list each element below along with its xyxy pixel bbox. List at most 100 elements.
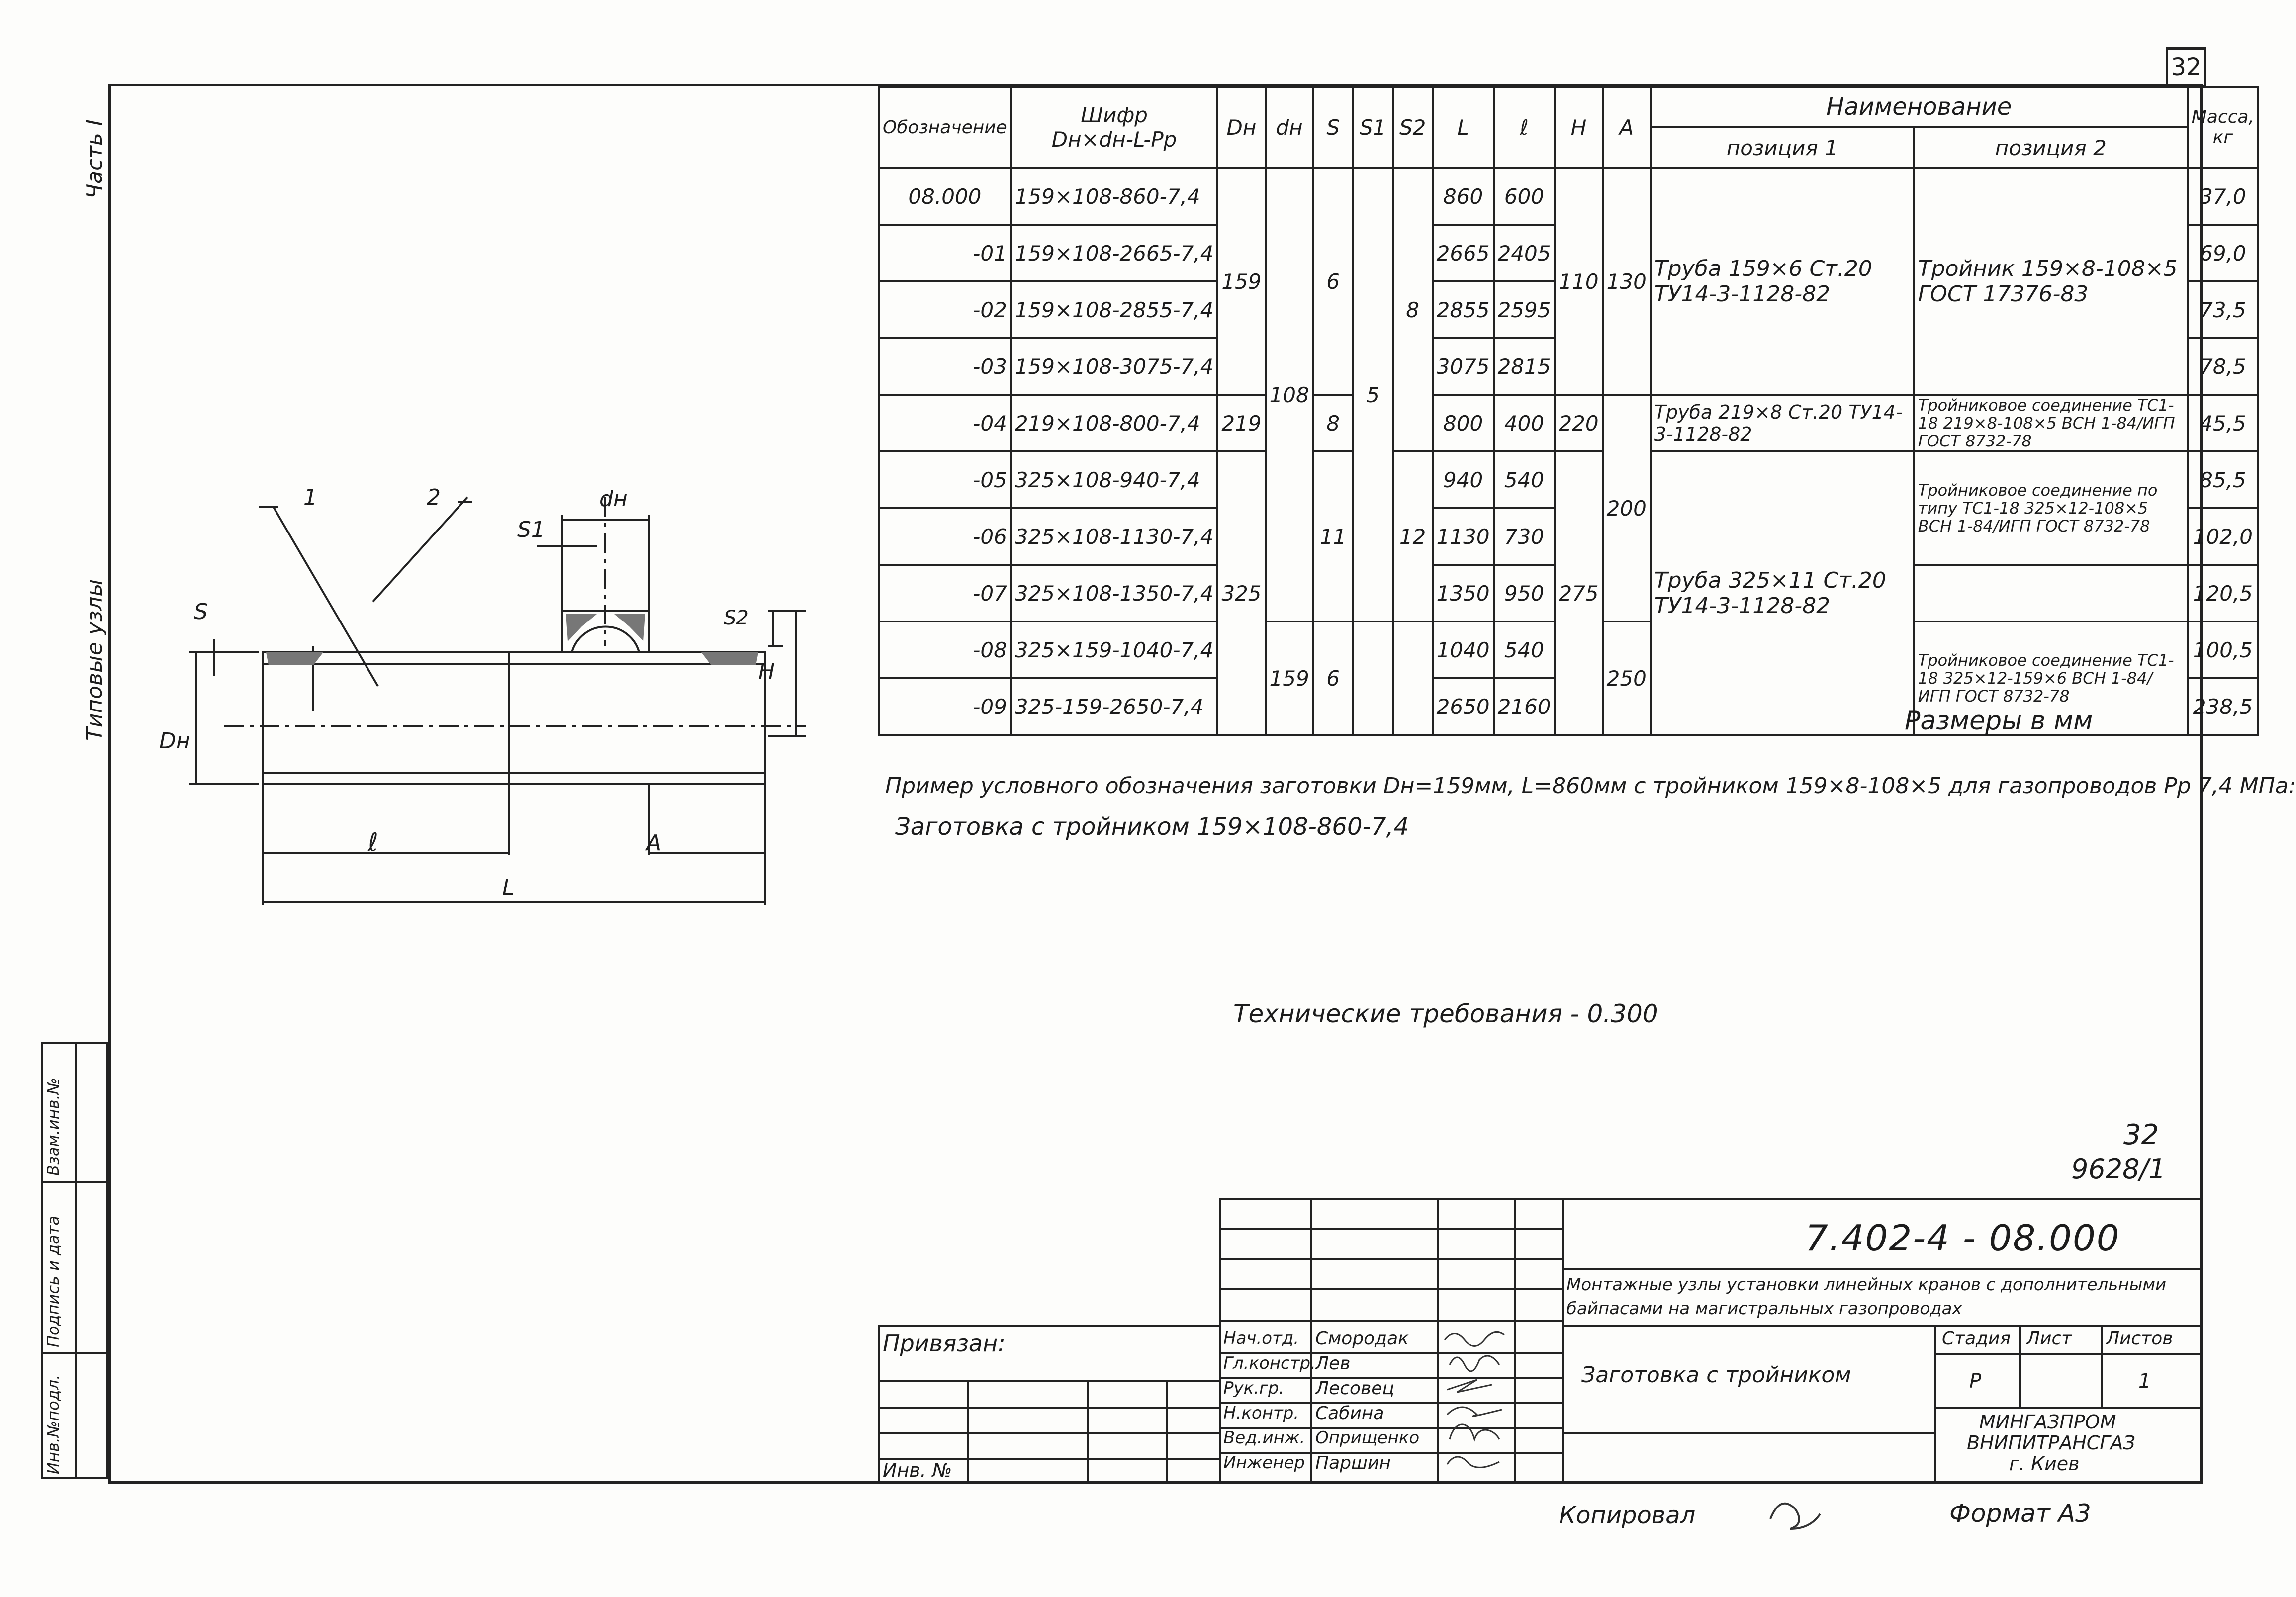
row-code: -06 bbox=[878, 507, 1012, 566]
role-5: Инженер bbox=[1223, 1453, 1305, 1473]
label-l: L bbox=[502, 875, 515, 900]
row-code: -04 bbox=[878, 394, 1012, 452]
pos2-b: Тройниковое соединение ТС1-18 219×8-108×… bbox=[1913, 394, 2189, 452]
hdr-shifr-title: Шифр bbox=[1081, 103, 1148, 127]
row-mass: 69,0 bbox=[2186, 224, 2260, 282]
a-200: 200 bbox=[1601, 394, 1652, 622]
label-pos-1: 1 bbox=[303, 485, 317, 510]
row-shifr: 159×108-2855-7,4 bbox=[1010, 280, 1219, 339]
hdr-s1: S1 bbox=[1352, 86, 1394, 169]
hdr-oboznachenie: Обозначение bbox=[878, 86, 1012, 169]
hdr-s: S bbox=[1312, 86, 1354, 169]
side-section-label: Типовые узлы bbox=[82, 579, 107, 741]
row-mass: 37,0 bbox=[2186, 167, 2260, 226]
inv-no-label: Инв. № bbox=[883, 1459, 952, 1481]
dh-108: 108 bbox=[1264, 167, 1314, 622]
listov-value: 1 bbox=[2138, 1370, 2151, 1393]
row-l: 730 bbox=[1492, 507, 1556, 566]
row-l: 400 bbox=[1492, 394, 1556, 452]
pos1-a: Труба 159×6 Ст.20 ТУ14-3-1128-82 bbox=[1649, 167, 1915, 396]
s-6: 6 bbox=[1312, 167, 1354, 396]
dn-325: 325 bbox=[1216, 450, 1267, 736]
hdr-a: A bbox=[1601, 86, 1652, 169]
role-3: Н.контр. bbox=[1223, 1403, 1299, 1423]
row-L: 1350 bbox=[1431, 564, 1495, 622]
name-4: Оприщенко bbox=[1315, 1428, 1420, 1448]
row-l: 950 bbox=[1492, 564, 1556, 622]
hdr-massa-unit: кг bbox=[2212, 127, 2233, 148]
privyazan-label: Привязан: bbox=[883, 1330, 1006, 1357]
org-line-2: ВНИПИТРАНСГАЗ bbox=[1967, 1432, 2135, 1454]
stadiya-value: Р bbox=[1969, 1370, 1982, 1393]
s1-5: 5 bbox=[1352, 167, 1394, 622]
name-3: Сабина bbox=[1315, 1403, 1384, 1423]
row-L: 860 bbox=[1431, 167, 1495, 226]
page-number: 32 bbox=[2166, 47, 2206, 87]
row-l: 2160 bbox=[1492, 677, 1556, 736]
document-code: 7.402-4 - 08.000 bbox=[1805, 1217, 2120, 1259]
example-line-2: Заготовка с тройником 159×108-860-7,4 bbox=[895, 813, 1409, 841]
dn-159: 159 bbox=[1216, 167, 1267, 396]
project-title: Монтажные узлы установки линейных кранов… bbox=[1566, 1275, 2167, 1319]
example-line-1: Пример условного обозначения заготовки D… bbox=[885, 773, 2296, 798]
row-mass: 120,5 bbox=[2186, 564, 2260, 622]
row-code: -01 bbox=[878, 224, 1012, 282]
hdr-dh: dн bbox=[1264, 86, 1314, 169]
pos2-c: Тройниковое соединение по типу ТС1-18 32… bbox=[1913, 450, 2189, 566]
label-s2: S2 bbox=[724, 607, 749, 629]
dh-159: 159 bbox=[1264, 621, 1314, 736]
row-shifr: 325-159-2650-7,4 bbox=[1010, 677, 1219, 736]
row-l: 2815 bbox=[1492, 337, 1556, 396]
row-mass: 238,5 bbox=[2186, 677, 2260, 736]
row-l: 2405 bbox=[1492, 224, 1556, 282]
row-L: 3075 bbox=[1431, 337, 1495, 396]
label-a: A bbox=[646, 830, 662, 856]
hdr-dn: Dн bbox=[1216, 86, 1267, 169]
hdr-massa-title: Масса, bbox=[2191, 107, 2255, 127]
row-code: -05 bbox=[878, 450, 1012, 509]
signatures bbox=[1444, 1331, 1505, 1468]
hdr-shifr-sub: Dн×dн-L-Рр bbox=[1051, 127, 1177, 152]
side-sign-date: Подпись и дата bbox=[44, 1215, 63, 1347]
row-shifr: 325×108-940-7,4 bbox=[1010, 450, 1219, 509]
row-l: 540 bbox=[1492, 621, 1556, 679]
label-s1: S1 bbox=[517, 517, 545, 542]
role-4: Вед.инж. bbox=[1223, 1428, 1305, 1448]
row-l: 600 bbox=[1492, 167, 1556, 226]
row-mass: 78,5 bbox=[2186, 337, 2260, 396]
row-code: -02 bbox=[878, 280, 1012, 339]
row-mass: 73,5 bbox=[2186, 280, 2260, 339]
row-L: 2650 bbox=[1431, 677, 1495, 736]
name-5: Паршин bbox=[1315, 1453, 1391, 1473]
row-mass: 100,5 bbox=[2186, 621, 2260, 679]
row-l: 540 bbox=[1492, 450, 1556, 509]
document-name: Заготовка с тройником bbox=[1581, 1362, 1851, 1388]
label-h: H bbox=[758, 659, 775, 684]
org-line-3: г. Киев bbox=[2009, 1453, 2080, 1475]
row-spacer bbox=[1913, 565, 2189, 622]
list-label: Лист bbox=[2026, 1329, 2072, 1349]
row-L: 940 bbox=[1431, 450, 1495, 509]
sheet-ref-number: 32 bbox=[2123, 1119, 2159, 1151]
hdr-pos1: позиция 1 bbox=[1649, 126, 1915, 169]
s2-12: 12 bbox=[1391, 450, 1434, 622]
row-L: 2855 bbox=[1431, 280, 1495, 339]
dn-219: 219 bbox=[1216, 394, 1267, 452]
row-code: -08 bbox=[878, 621, 1012, 679]
tech-requirements: Технические требования - 0.300 bbox=[1233, 999, 1658, 1028]
spec-table: Обозначение Шифр Dн×dн-L-Рр Dн dн S S1 S… bbox=[878, 86, 2260, 736]
name-1: Лев bbox=[1315, 1353, 1351, 1374]
row-code: -07 bbox=[878, 564, 1012, 622]
hdr-L: L bbox=[1431, 86, 1495, 169]
format-label: Формат А3 bbox=[1949, 1499, 2091, 1528]
row-shifr: 325×108-1130-7,4 bbox=[1010, 507, 1219, 566]
a-250: 250 bbox=[1601, 621, 1652, 736]
hdr-pos2: позиция 2 bbox=[1913, 126, 2189, 169]
row-L: 800 bbox=[1431, 394, 1495, 452]
row-mass: 45,5 bbox=[2186, 394, 2260, 452]
row-L: 2665 bbox=[1431, 224, 1495, 282]
name-2: Лесовец bbox=[1315, 1378, 1394, 1399]
row-code: -09 bbox=[878, 677, 1012, 736]
role-0: Нач.отд. bbox=[1223, 1329, 1299, 1348]
drawing-frame bbox=[108, 84, 2203, 1484]
